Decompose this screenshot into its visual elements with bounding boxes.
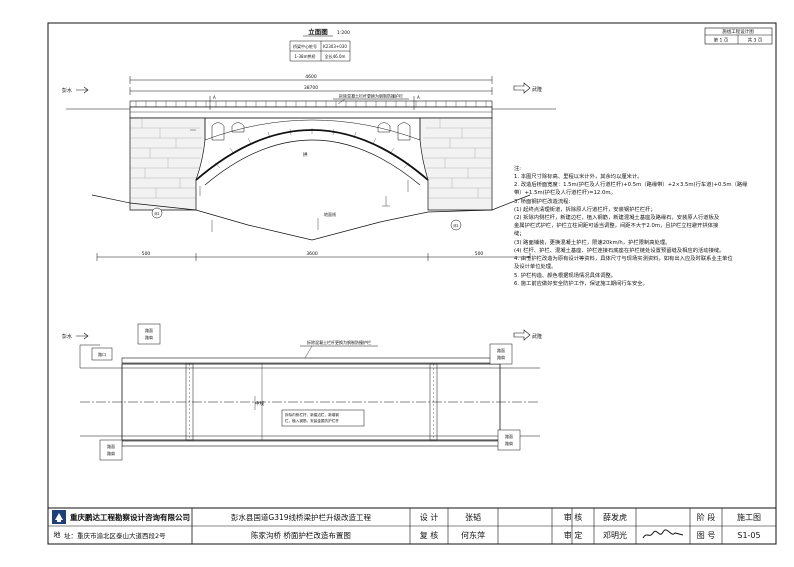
note-line: (2) 拆除内侧栏杆，新建边栏，植入钢筋，新建混凝土基座及路缘石，安装原人行道板… bbox=[514, 215, 720, 221]
axis-label: 中线 bbox=[255, 400, 264, 407]
company-name: 重庆鹏达工程勘察设计咨询有限公司 bbox=[70, 512, 190, 522]
stage-value: 施工图 bbox=[737, 512, 761, 522]
svg-text:路面: 路面 bbox=[145, 327, 153, 333]
note-line: 2. 改造后桥面宽度：1.5m(护栏及人行道栏杆)+0.5m（路缘带）+2×3.… bbox=[514, 182, 748, 188]
plan-dir-left: 彭水 bbox=[62, 333, 72, 340]
arch-label: 拱 bbox=[303, 151, 308, 158]
plan-note-line2: 栏，植入钢筋，安装金属防护栏杆 bbox=[285, 418, 339, 423]
total-length-dim: 4600 bbox=[305, 74, 317, 80]
company-logo bbox=[52, 510, 66, 524]
entrance-label: 路口 bbox=[98, 351, 106, 357]
note-line: (3) 路面铺装，更换混凝土护栏，限速20km/h，护栏限制高处理。 bbox=[514, 240, 671, 246]
note-line: 6. 施工前应做好安全防护工作，保证施工期间行车安全。 bbox=[514, 281, 648, 287]
note-line: 4. 由于护栏改造为原有设计等资料，具体尺寸与现场实测资料，如有出入应及时联系业… bbox=[514, 256, 733, 262]
dim-mid: 3600 bbox=[306, 251, 318, 257]
marker-a-right: A bbox=[417, 95, 420, 100]
dim-right: 500 bbox=[475, 251, 484, 257]
plan-note-line1: 拆除内侧栏杆，新建边栏，新增钢 bbox=[285, 412, 339, 417]
guardrail-label-plan: 拆除混凝土栏杆更换为钢制防撞护栏 bbox=[307, 339, 371, 345]
marker-a-left: A bbox=[213, 95, 216, 100]
guardrail-label-elevation: 拆除混凝土栏杆更换为钢制防撞护栏 bbox=[339, 93, 403, 99]
abutment-left-marker bbox=[151, 207, 163, 219]
svg-text:武隆: 武隆 bbox=[532, 86, 542, 93]
top-title-block: 施组工程设计图 第 1 页 共 3 页 bbox=[704, 27, 773, 45]
svg-text:路肩: 路肩 bbox=[497, 354, 505, 360]
note-line: (4) 栏杆、护栏、混凝土基座、护栏连接石底座在护栏链处设置预留缝及相应的活动接… bbox=[514, 248, 725, 254]
audit-label: 审 核 bbox=[563, 512, 583, 522]
bridge-elevation bbox=[66, 98, 556, 211]
svg-text:路面: 路面 bbox=[505, 433, 513, 439]
bottom-dimensions bbox=[96, 253, 531, 261]
plan-dir-right: 武隆 bbox=[532, 333, 542, 340]
note-line: 注: bbox=[514, 166, 522, 172]
note-line: 带）+1.5m(护栏及人行道栏杆)=12.0m。 bbox=[514, 190, 616, 196]
page-total: 共 3 页 bbox=[748, 37, 763, 44]
title-block bbox=[47, 507, 777, 545]
review-name: 何东萍 bbox=[461, 530, 485, 540]
abutment-left-label: 邓1 bbox=[154, 211, 160, 216]
plan-box-top-right bbox=[489, 343, 513, 365]
note-line: 及设计单位处理。 bbox=[514, 264, 557, 270]
project-name: 彭水县国道G319线桥梁护栏升级改造工程 bbox=[230, 512, 372, 522]
note-line: 金属护栏式护栏，护栏立柱间距可适当调整，间距不大于2.0m，且护栏立柱避开拱体接 bbox=[514, 223, 719, 229]
figno-value: S1-05 bbox=[737, 530, 761, 540]
plan-box-bottom-right bbox=[497, 429, 521, 451]
inner-length-dim: 38700 bbox=[304, 85, 318, 91]
section-markers bbox=[209, 96, 415, 110]
elevation-scale: 1:200 bbox=[337, 30, 350, 36]
figno-label: 图 号 bbox=[696, 530, 716, 540]
direction-right: 武隆 bbox=[513, 82, 542, 94]
elevation-annotations bbox=[190, 129, 409, 232]
approve-name: 邓明光 bbox=[603, 530, 627, 540]
plan-box-top-left bbox=[137, 323, 161, 345]
approve-label: 审 定 bbox=[563, 530, 583, 540]
riverbed-label: 地面线 bbox=[324, 211, 336, 217]
svg-text:路肩: 路肩 bbox=[145, 334, 153, 340]
note-line: (1) 起终点清理街道，拆除原人行道栏杆，安装钢护栏栏杆； bbox=[514, 207, 656, 213]
station-value: K2303+030 bbox=[323, 44, 347, 49]
address-label: 地 bbox=[53, 531, 61, 539]
abutment-right-label: 邓1 bbox=[453, 223, 459, 228]
station-label: 桥梁中心桩号 bbox=[293, 43, 317, 49]
span-label: 1-38m拱桥 bbox=[295, 53, 316, 59]
abutment-right-marker bbox=[450, 219, 462, 231]
svg-text:彭水: 彭水 bbox=[62, 87, 72, 94]
note-line: 3. 桥面钢护栏改造流程: bbox=[514, 199, 571, 205]
span-value: 全长46.0m bbox=[325, 53, 346, 59]
direction-left: 彭水 bbox=[62, 86, 89, 94]
plan-view: 彭水 武隆 路口 路面 路肩 路面 路肩 路面 路肩 bbox=[62, 323, 542, 461]
top-block-label: 施组工程设计图 bbox=[722, 28, 754, 35]
company-address: 址：重庆市渝北区泰山大道西段2号 bbox=[64, 532, 166, 540]
drawing-name: 陈家沟桥 桥面护栏改造布置图 bbox=[251, 530, 351, 540]
ground-line bbox=[91, 194, 531, 241]
plan-box-bottom-left bbox=[99, 439, 123, 461]
note-line: 缝； bbox=[514, 231, 525, 237]
page-number: 第 1 页 bbox=[714, 37, 729, 44]
svg-text:路面: 路面 bbox=[107, 443, 115, 449]
note-line: 5. 护栏构造、颜色根据现场情况具体调整。 bbox=[514, 273, 617, 279]
svg-text:路面: 路面 bbox=[497, 347, 505, 353]
dim-left: 500 bbox=[142, 251, 151, 257]
svg-text:路肩: 路肩 bbox=[107, 450, 115, 456]
design-label: 设 计 bbox=[419, 512, 439, 522]
audit-name: 薛发虎 bbox=[603, 512, 627, 522]
note-line: 1. 本图尺寸除标高、里程以米计外，其余均以厘米计。 bbox=[514, 174, 643, 180]
stage-label: 阶 段 bbox=[696, 512, 716, 522]
svg-text:路肩: 路肩 bbox=[505, 440, 513, 446]
top-dimensions bbox=[129, 76, 493, 95]
review-label: 复 核 bbox=[419, 530, 439, 540]
elevation-header: 立面图 1:200 桥梁中心桩号 K2303+030 1-38m拱桥 全长46.… bbox=[289, 27, 351, 62]
elevation-title: 立面图 bbox=[308, 27, 328, 36]
design-name: 张韬 bbox=[465, 512, 481, 522]
approver-signature bbox=[640, 528, 686, 542]
